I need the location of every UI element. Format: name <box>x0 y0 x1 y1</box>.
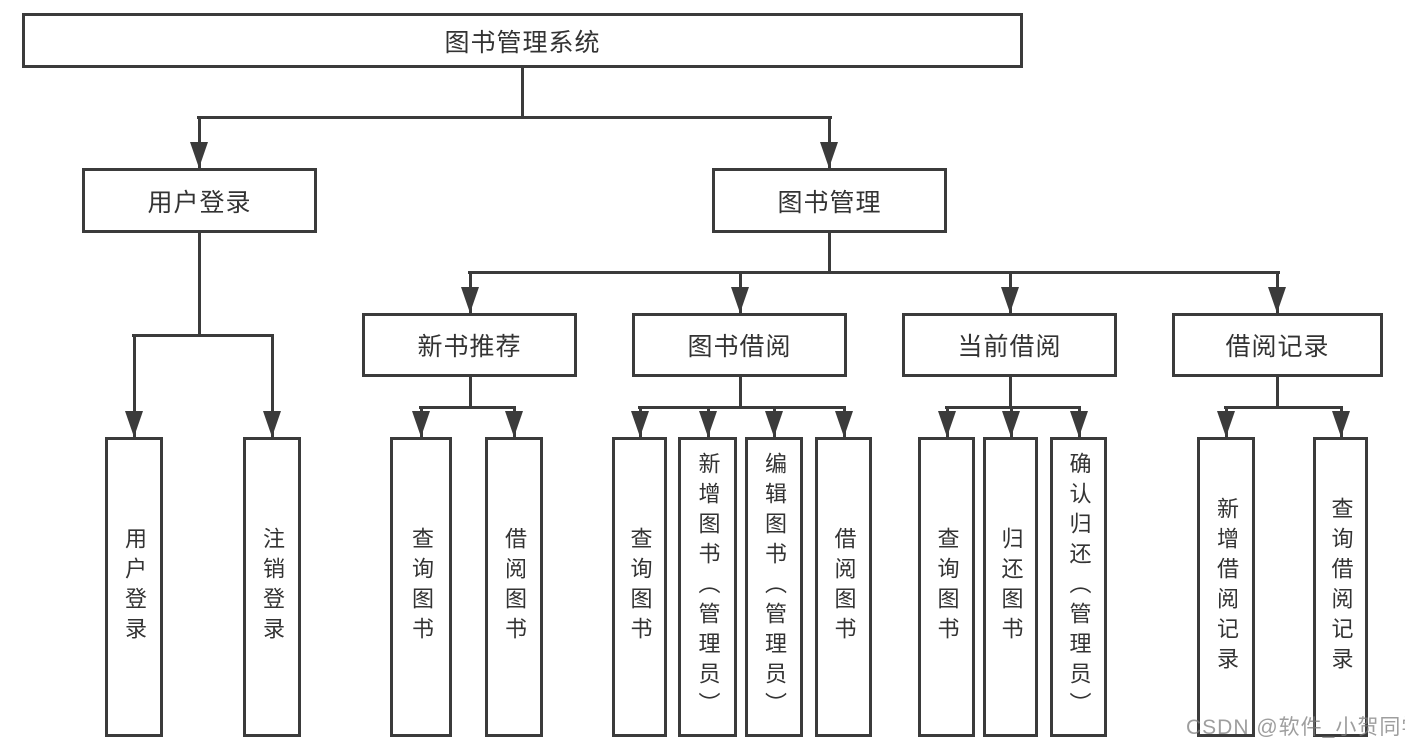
arrowhead-leaf-return-books <box>1002 411 1020 437</box>
leaf-add-books-admin: 新增图书（管理员） <box>678 437 737 737</box>
leaf-query-books-1: 查询图书 <box>390 437 452 737</box>
arrowhead-leaf-query-books-1 <box>412 411 430 437</box>
connector-new-book-stub <box>469 377 472 408</box>
connector-user-login-stub <box>198 233 201 336</box>
leaf-query-books-3: 查询图书 <box>918 437 975 737</box>
connector-to-leaf-user-login <box>133 336 136 437</box>
arrowhead-leaf-borrow-books-2 <box>835 411 853 437</box>
arrowhead-leaf-query-books-3 <box>938 411 956 437</box>
node-user-login: 用户登录 <box>82 168 317 233</box>
leaf-borrow-books-2: 借阅图书 <box>815 437 872 737</box>
arrowhead-leaf-logout <box>263 411 281 437</box>
connector-book-borrow-stub <box>739 377 742 408</box>
arrowhead-book-management <box>820 142 838 168</box>
arrowhead-leaf-borrow-books-1 <box>505 411 523 437</box>
node-current-borrow: 当前借阅 <box>902 313 1117 377</box>
connector-root-hbar <box>197 116 832 119</box>
connector-current-borrow-hbar <box>945 406 1081 409</box>
leaf-add-borrow-record: 新增借阅记录 <box>1197 437 1255 737</box>
arrowhead-leaf-add-books <box>699 411 717 437</box>
arrowhead-current-borrow <box>1001 287 1019 313</box>
arrowhead-new-book-recommend <box>461 287 479 313</box>
csdn-watermark: CSDN @软件_小贺同学 <box>1186 716 1405 739</box>
node-book-management: 图书管理 <box>712 168 947 233</box>
connector-new-book-hbar <box>419 406 516 409</box>
connector-book-management-hbar <box>468 271 1280 274</box>
connector-to-leaf-logout <box>271 336 274 437</box>
arrowhead-leaf-add-record <box>1217 411 1235 437</box>
node-borrow-records: 借阅记录 <box>1172 313 1383 377</box>
connector-borrow-records-hbar <box>1224 406 1343 409</box>
connector-book-management-stub <box>828 233 831 273</box>
connector-user-login-hbar <box>132 334 274 337</box>
connector-root-stub <box>521 68 524 118</box>
arrowhead-leaf-query-books-2 <box>631 411 649 437</box>
node-book-borrow: 图书借阅 <box>632 313 847 377</box>
leaf-query-borrow-record: 查询借阅记录 <box>1313 437 1368 737</box>
arrowhead-leaf-user-login <box>125 411 143 437</box>
arrowhead-borrow-records <box>1268 287 1286 313</box>
arrowhead-leaf-edit-books <box>765 411 783 437</box>
leaf-query-books-2: 查询图书 <box>612 437 667 737</box>
leaf-confirm-return-admin: 确认归还（管理员） <box>1050 437 1107 737</box>
leaf-borrow-books-1: 借阅图书 <box>485 437 543 737</box>
arrowhead-leaf-confirm-return <box>1070 411 1088 437</box>
arrowhead-user-login <box>190 142 208 168</box>
leaf-edit-books-admin: 编辑图书（管理员） <box>745 437 803 737</box>
connector-book-borrow-hbar <box>638 406 846 409</box>
connector-current-borrow-stub <box>1009 377 1012 408</box>
arrowhead-book-borrow <box>731 287 749 313</box>
node-new-book-recommend: 新书推荐 <box>362 313 577 377</box>
leaf-logout-login: 注销登录 <box>243 437 301 737</box>
leaf-return-books: 归还图书 <box>983 437 1038 737</box>
connector-borrow-records-stub <box>1276 377 1279 408</box>
leaf-user-login: 用户登录 <box>105 437 163 737</box>
arrowhead-leaf-query-record <box>1332 411 1350 437</box>
node-library-management-system: 图书管理系统 <box>22 13 1023 68</box>
